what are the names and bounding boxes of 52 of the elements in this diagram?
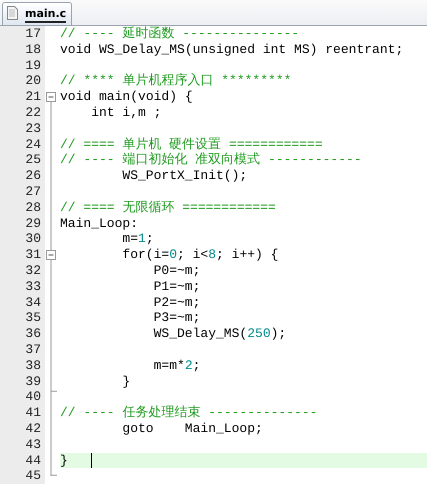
code-line: m=m*2; bbox=[154, 358, 200, 374]
line-number: 36 bbox=[24, 326, 41, 342]
line-number: 18 bbox=[24, 42, 41, 58]
line-number: 25 bbox=[24, 152, 41, 168]
line-number: 44 bbox=[24, 452, 41, 468]
code-line: P1=~m; bbox=[154, 278, 200, 295]
code-line: // ---- 任务处理结束 -------------- bbox=[60, 405, 318, 421]
line-number: 22 bbox=[24, 105, 41, 121]
line-number: 17 bbox=[24, 26, 41, 42]
code-line: WS_PortX_Init(); bbox=[122, 168, 248, 184]
line-number: 45 bbox=[24, 468, 41, 484]
line-number: 41 bbox=[24, 405, 41, 421]
line-number: 30 bbox=[24, 231, 41, 248]
code-line: P0=~m; bbox=[154, 263, 200, 279]
code-line: WS_Delay_MS(250); bbox=[154, 326, 286, 342]
line-number: 21 bbox=[24, 89, 41, 105]
code-line: Main_Loop: bbox=[60, 216, 138, 232]
code-line: P3=~m; bbox=[154, 310, 200, 326]
code-line: for(i=0; i<8; i++) { bbox=[122, 247, 278, 263]
tab-title: main.c bbox=[25, 6, 66, 23]
line-number: 39 bbox=[24, 374, 41, 390]
line-number: 33 bbox=[24, 278, 41, 295]
line-number: 35 bbox=[24, 310, 41, 326]
line-number: 38 bbox=[24, 358, 41, 374]
code-line: // **** 单片机程序入口 ********* bbox=[60, 73, 292, 90]
line-number: 32 bbox=[24, 263, 41, 279]
code-line: m=1; bbox=[122, 231, 154, 248]
line-number: 27 bbox=[24, 184, 41, 200]
line-number: 20 bbox=[24, 73, 41, 90]
code-line: // ---- 延时函数 --------------- bbox=[60, 26, 300, 42]
code-line: } bbox=[60, 452, 68, 468]
code-line: // ==== 无限循环 ============ bbox=[60, 200, 276, 216]
line-number: 34 bbox=[24, 294, 41, 310]
line-number: 40 bbox=[24, 389, 41, 406]
line-number: 24 bbox=[24, 136, 41, 152]
code-line: } bbox=[122, 374, 130, 390]
code-line: // ==== 单片机 硬件设置 ============ bbox=[60, 136, 323, 152]
code-line: void WS_Delay_MS(unsigned int MS) reentrant; bbox=[60, 42, 404, 58]
line-number: 42 bbox=[24, 421, 41, 437]
code-line: void main(void) { bbox=[60, 89, 193, 105]
line-number: 26 bbox=[24, 168, 41, 184]
line-number: 43 bbox=[24, 436, 41, 453]
line-number: 31 bbox=[24, 247, 41, 263]
code-line: // ---- 端口初始化 准双向模式 ------------ bbox=[60, 152, 362, 168]
code-line: int i,m ; bbox=[91, 105, 162, 121]
code-line: P2=~m; bbox=[154, 294, 200, 310]
line-number: 37 bbox=[24, 342, 41, 358]
line-number: 19 bbox=[24, 58, 41, 74]
code-line: goto Main_Loop; bbox=[122, 421, 263, 437]
line-number: 28 bbox=[24, 200, 41, 216]
line-number: 29 bbox=[24, 216, 41, 232]
line-number: 23 bbox=[24, 120, 41, 137]
